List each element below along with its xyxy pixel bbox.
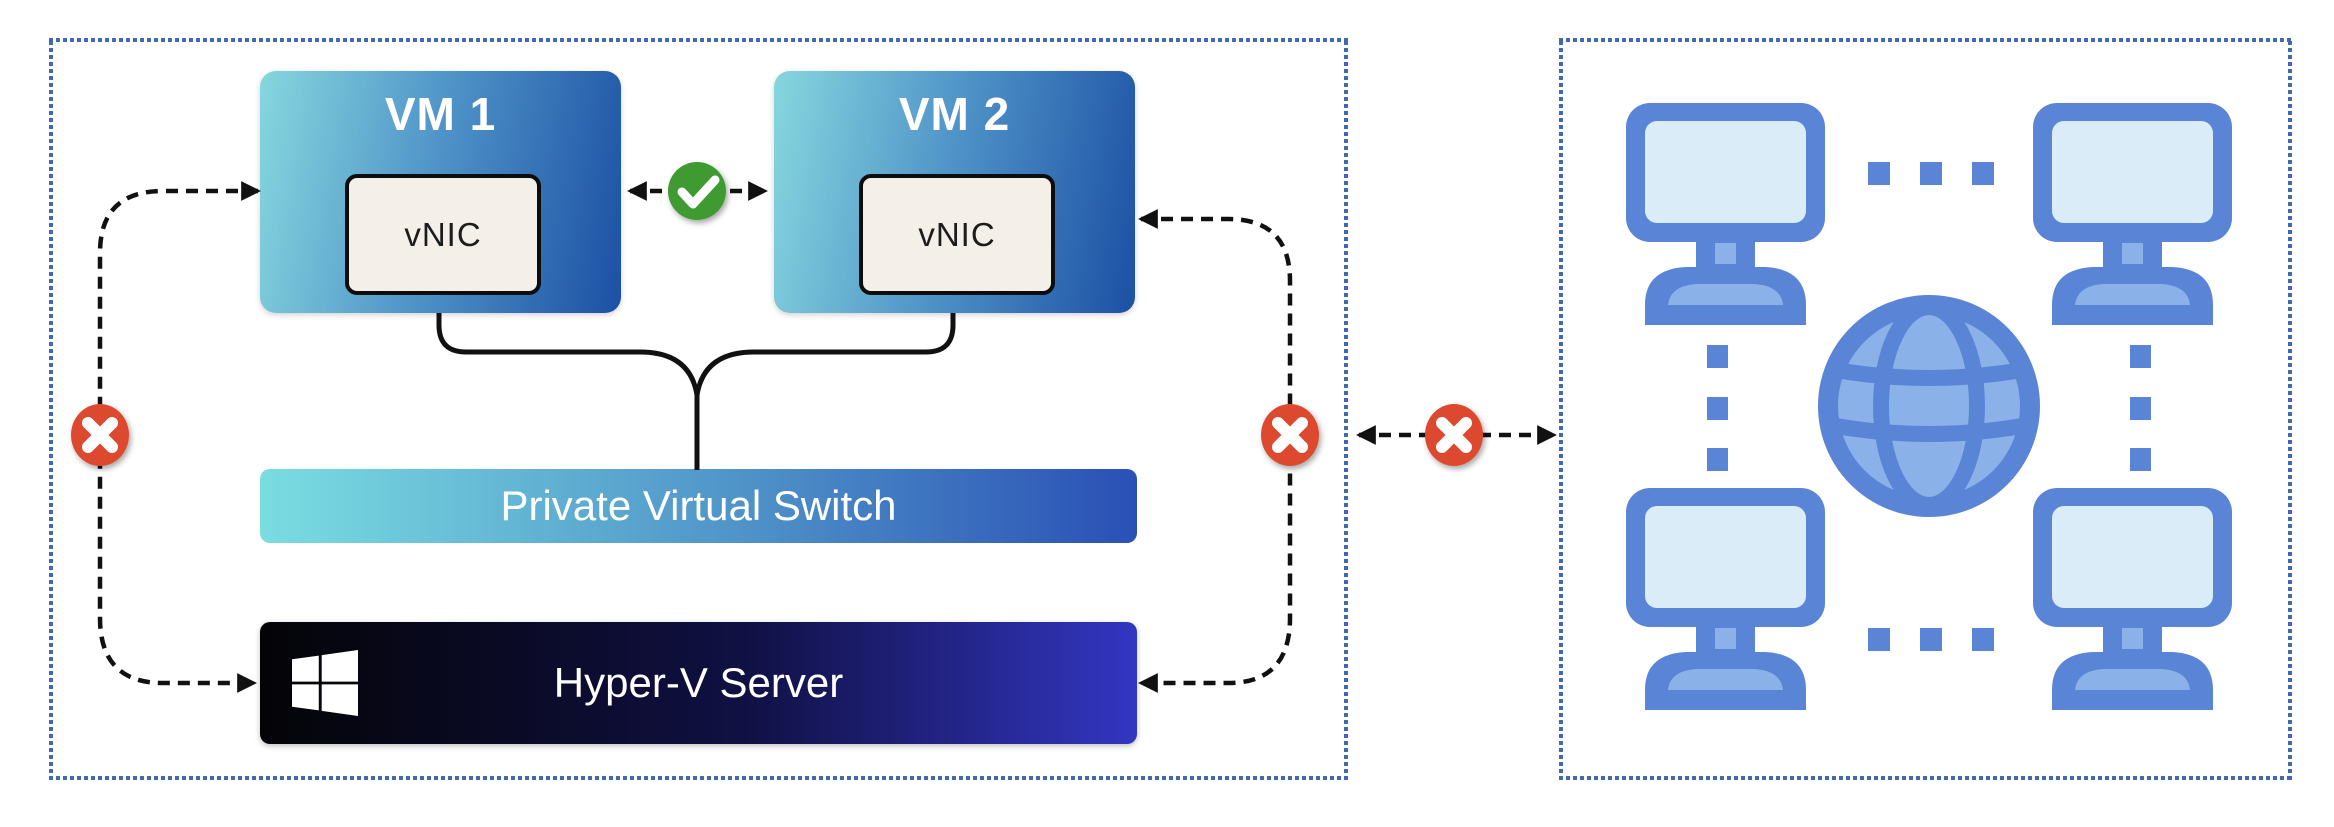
vm1-box: VM 1 vNIC: [260, 71, 621, 313]
vm2-vnic-label: vNIC: [918, 215, 996, 253]
x-icon: [1425, 404, 1483, 466]
vm1-vnic-label: vNIC: [404, 215, 482, 253]
vm1-vnic-box: vNIC: [345, 174, 541, 295]
hyperv-server-bar: Hyper-V Server: [260, 622, 1137, 744]
vm1-title: VM 1: [384, 88, 497, 140]
private-virtual-switch-label: Private Virtual Switch: [500, 482, 897, 529]
windows-logo-icon: [292, 650, 358, 716]
vm2-vnic-box: vNIC: [859, 174, 1055, 295]
vm2-box: VM 2 vNIC: [774, 71, 1135, 313]
hyperv-server-label: Hyper-V Server: [553, 659, 844, 706]
private-virtual-switch-bar: Private Virtual Switch: [260, 469, 1137, 543]
external-network-zone-border: [1559, 38, 2292, 780]
vm2-title: VM 2: [898, 88, 1011, 140]
